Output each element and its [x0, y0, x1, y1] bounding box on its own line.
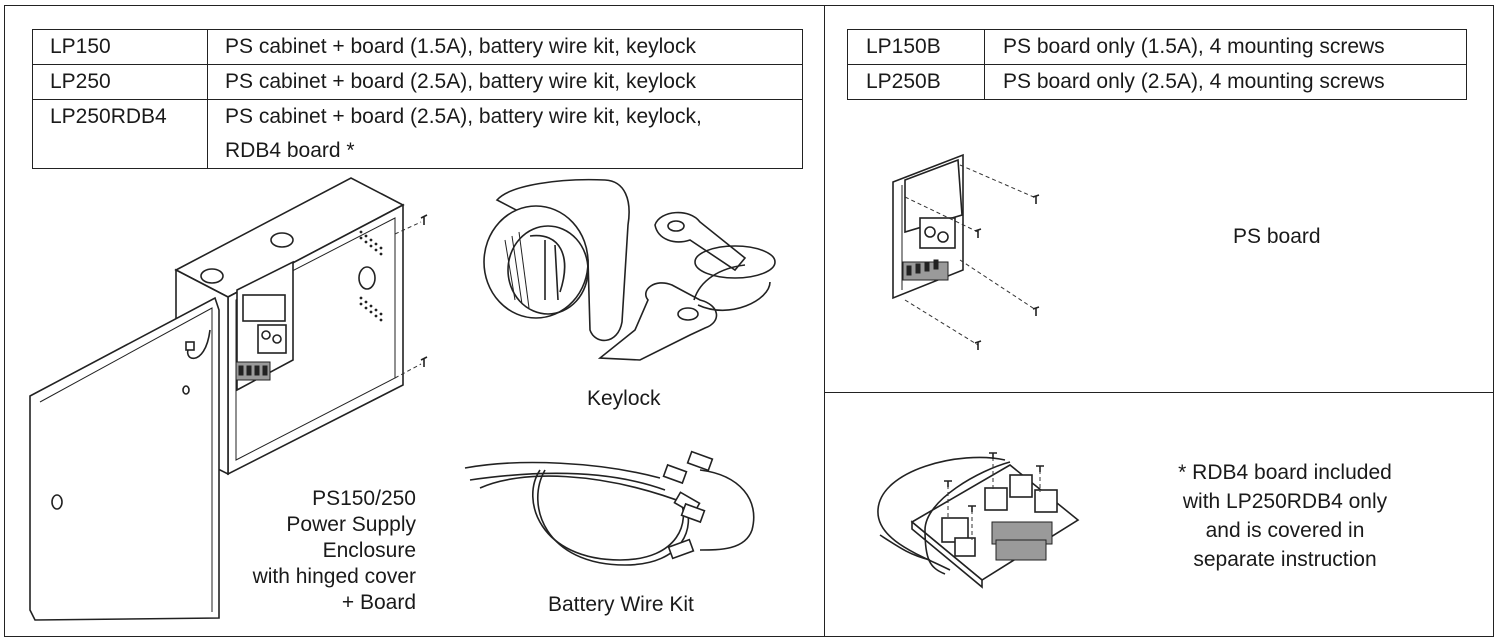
figure-frame [4, 5, 1494, 637]
enclosure-illustration [29, 177, 428, 621]
part-description: PS board only (2.5A), 4 mounting screws [984, 64, 1467, 100]
note-line: * RDB4 board included [1178, 461, 1392, 484]
part-description: PS cabinet + board (2.5A), battery wire … [207, 64, 803, 100]
part-code: LP250RDB4 [32, 99, 208, 169]
note-line: and is covered in [1205, 519, 1365, 542]
part-description: PS board only (1.5A), 4 mounting screws [984, 29, 1467, 65]
caption-line: Power Supply [286, 513, 416, 536]
left-parts-table: LP150 PS cabinet + board (1.5A), battery… [32, 29, 803, 169]
table-row: LP150 PS cabinet + board (1.5A), battery… [32, 29, 803, 65]
table-row: LP250B PS board only (2.5A), 4 mounting … [847, 64, 1467, 100]
enclosure-caption: PS150/250 Power Supply Enclosure with hi… [210, 486, 416, 616]
column-divider [824, 5, 825, 637]
caption-line: with hinged cover [252, 565, 416, 588]
ps-board-illustration [892, 153, 1040, 350]
ps-board-caption: PS board [1233, 225, 1321, 248]
part-description: PS cabinet + board (2.5A), battery wire … [207, 99, 803, 169]
note-line: with LP250RDB4 only [1182, 490, 1388, 513]
caption-line: Enclosure [322, 539, 416, 562]
part-description: PS cabinet + board (1.5A), battery wire … [207, 29, 803, 65]
caption-line: + Board [341, 591, 416, 614]
battery-wire-kit-illustration [464, 450, 755, 566]
keylock-illustration [483, 178, 776, 361]
part-description-line2: RDB4 board * [225, 139, 355, 162]
note-line: separate instruction [1193, 548, 1377, 571]
rdb4-board-illustration [877, 452, 1080, 589]
keylock-caption: Keylock [587, 387, 661, 410]
part-description-line1: PS cabinet + board (2.5A), battery wire … [225, 105, 702, 128]
table-row: LP250 PS cabinet + board (2.5A), battery… [32, 64, 803, 100]
table-row: LP250RDB4 PS cabinet + board (2.5A), bat… [32, 99, 803, 169]
part-code: LP150B [847, 29, 985, 65]
battery-kit-caption: Battery Wire Kit [548, 593, 694, 616]
table-row: LP150B PS board only (1.5A), 4 mounting … [847, 29, 1467, 65]
part-code: LP250B [847, 64, 985, 100]
part-code: LP150 [32, 29, 208, 65]
row-divider [824, 392, 1494, 393]
caption-line: PS150/250 [312, 487, 416, 510]
rdb4-note: * RDB4 board included with LP250RDB4 onl… [1140, 458, 1430, 574]
right-parts-table: LP150B PS board only (1.5A), 4 mounting … [847, 29, 1467, 100]
